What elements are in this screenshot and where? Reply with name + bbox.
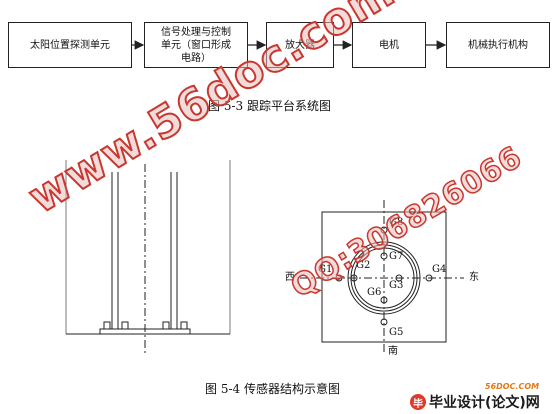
site-logo-text: 毕业设计(论文)网 xyxy=(429,395,540,411)
sensor-label-g4: G4 xyxy=(432,264,447,275)
flow-box-signal-control: 信号处理与控制 单元（窗口形成 电路） xyxy=(144,22,248,68)
flow-box-label: 信号处理与控制 xyxy=(161,26,231,38)
site-logo: 毕 毕业设计(论文)网 xyxy=(410,392,540,412)
figure-caption-5-4: 图 5-4 传感器结构示意图 xyxy=(205,382,340,396)
figure-caption-5-3: 图 5-3 跟踪平台系统图 xyxy=(208,99,331,113)
sensor-label-g8: G8 xyxy=(389,217,404,228)
sensor-label-g6: G6 xyxy=(367,287,382,298)
sensor-label-g5: G5 xyxy=(389,327,404,338)
sensor-label-g1: G1 xyxy=(318,264,333,275)
flow-box-mechanism: 机械执行机构 xyxy=(446,22,550,68)
site-logo-small: 56DOC.COM xyxy=(485,382,540,391)
sensor-label-g2: G2 xyxy=(356,260,371,271)
flow-box-amplifier: 放大器 xyxy=(266,22,334,68)
direction-east: 东 xyxy=(469,272,479,283)
logo-badge-icon: 毕 xyxy=(410,394,426,410)
flow-box-label: 电路） xyxy=(181,52,211,64)
flow-box-label: 电机 xyxy=(379,39,399,51)
sensor-label-g7: G7 xyxy=(389,251,404,262)
flow-box-label: 机械执行机构 xyxy=(468,39,528,51)
sensor-top-view xyxy=(300,200,464,355)
sensor-side-view xyxy=(65,160,231,355)
flow-box-sun-detector: 太阳位置探测单元 xyxy=(8,22,132,68)
direction-south: 南 xyxy=(388,346,398,357)
flow-box-label: 单元（窗口形成 xyxy=(161,39,231,51)
flow-box-label: 太阳位置探测单元 xyxy=(30,39,110,51)
flow-box-label: 放大器 xyxy=(285,39,315,51)
direction-west: 西 xyxy=(285,272,295,283)
flow-box-motor: 电机 xyxy=(352,22,426,68)
sensor-label-g3: G3 xyxy=(389,280,404,291)
